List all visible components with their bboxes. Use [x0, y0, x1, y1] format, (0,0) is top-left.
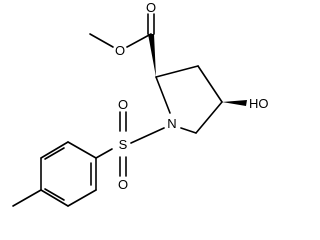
- bond-aryl-inner-b: [44, 188, 65, 201]
- bond-nitrogen-c2: [155, 76, 171, 114]
- atom-ring-nitrogen: N: [167, 116, 176, 131]
- bond-aryl-inner-c: [44, 147, 65, 160]
- stereo-wedge-c2-carboxyl: [148, 34, 156, 77]
- structural-formula: O O N HO S O O: [12, 0, 269, 207]
- bond-c2-c3: [155, 65, 199, 78]
- bond-sulfur-aryl: [95, 148, 113, 159]
- bond-c5-nitrogen: [180, 127, 197, 134]
- atom-ester-oxygen: O: [115, 43, 125, 58]
- atom-carbonyl-oxygen: O: [146, 0, 156, 15]
- bonds: [12, 13, 223, 207]
- bond-nitrogen-sulfur: [130, 127, 165, 144]
- bond-methyl-ester-oxygen: [89, 33, 114, 48]
- bond-aryl-3-4: [40, 189, 69, 207]
- atom-sulfur: S: [119, 137, 128, 152]
- bond-aryl-2-3: [67, 189, 97, 207]
- bond-aryl-6-1: [67, 141, 97, 159]
- atom-labels: O O N HO S O O: [115, 0, 269, 192]
- atom-sulfonyl-oxygen-top: O: [118, 97, 128, 112]
- bond-aryl-5-6: [40, 141, 69, 159]
- atom-hydroxyl: HO: [249, 96, 269, 111]
- bond-aryl-methyl: [12, 189, 42, 207]
- bond-c4-c5: [195, 101, 223, 134]
- bond-c3-c4: [197, 65, 223, 103]
- bond-ester-oxygen-carbonyl-carbon: [126, 33, 152, 48]
- stereo-wedge-c4-hydroxyl: [222, 100, 247, 106]
- atom-sulfonyl-oxygen-bottom: O: [118, 177, 128, 192]
